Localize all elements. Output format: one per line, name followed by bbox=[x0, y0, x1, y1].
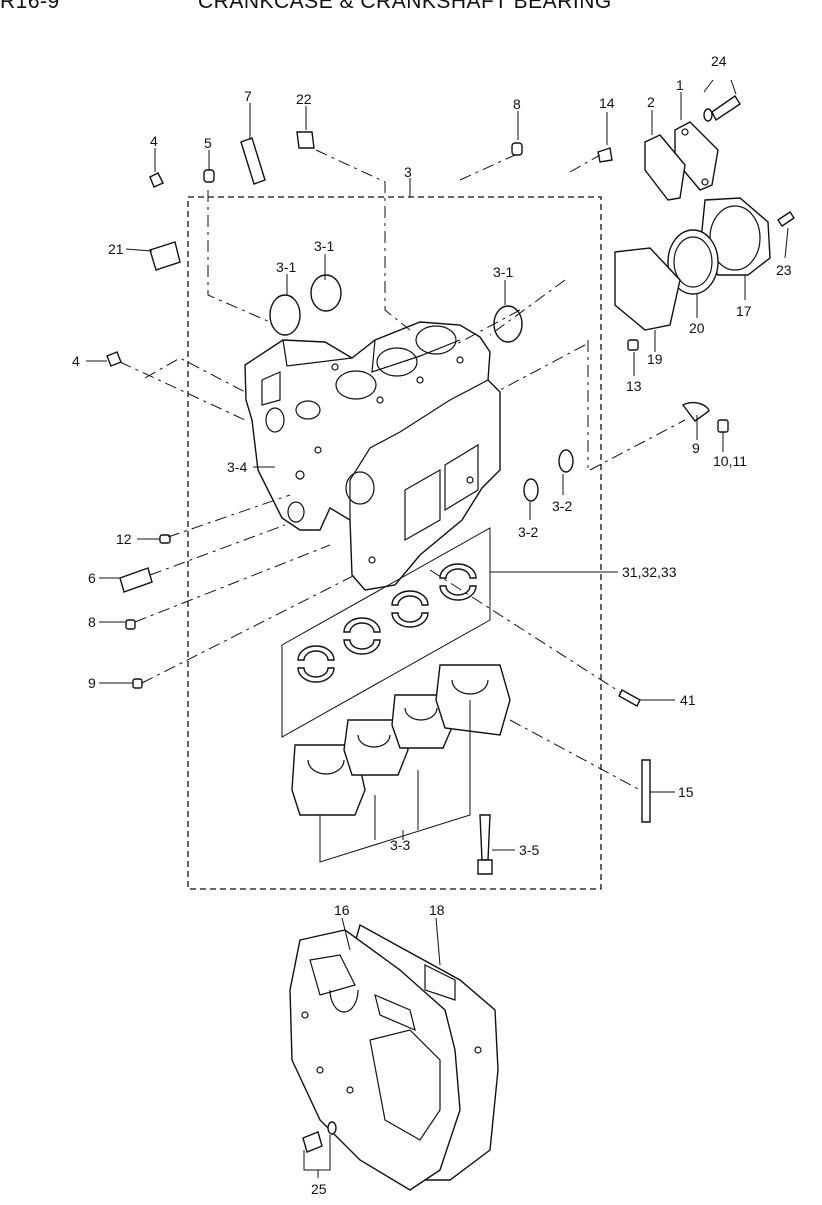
callout-7: 7 bbox=[244, 88, 252, 104]
callout-15: 15 bbox=[678, 784, 694, 800]
gasket-2 bbox=[644, 134, 686, 201]
callout-23: 23 bbox=[776, 262, 792, 278]
callout-16: 16 bbox=[334, 902, 350, 918]
callout-3-4: 3-4 bbox=[227, 459, 247, 475]
callout-12: 12 bbox=[116, 531, 132, 547]
plug-4-left bbox=[106, 351, 122, 367]
seal-3-2-a bbox=[558, 449, 574, 473]
plug-3-1-b bbox=[310, 274, 342, 312]
bolt-25 bbox=[302, 1131, 323, 1153]
plug-3-1-a bbox=[269, 294, 301, 336]
callout-3-2-a: 3-2 bbox=[552, 498, 572, 514]
pin-10-11 bbox=[717, 419, 729, 433]
callout-5: 5 bbox=[204, 135, 212, 151]
callout-21: 21 bbox=[108, 241, 124, 257]
front-gaskets bbox=[289, 923, 499, 1191]
small-parts bbox=[106, 95, 795, 1153]
plug-4-top bbox=[149, 172, 164, 188]
bolt-23 bbox=[777, 211, 795, 227]
callout-4-left: 4 bbox=[72, 353, 80, 369]
callout-3-5: 3-5 bbox=[519, 842, 539, 858]
callout-8-top: 8 bbox=[513, 96, 521, 112]
shim-15 bbox=[641, 759, 651, 823]
callout-3-3: 3-3 bbox=[390, 837, 410, 853]
callout-22: 22 bbox=[296, 91, 312, 107]
assembly-boundary bbox=[187, 196, 602, 890]
pin-12 bbox=[159, 534, 171, 544]
callout-6: 6 bbox=[88, 570, 96, 586]
page-title: CRANKCASE & CRANKSHAFT BEARING bbox=[198, 0, 612, 13]
callout-18: 18 bbox=[429, 902, 445, 918]
callout-4-top: 4 bbox=[150, 133, 158, 149]
callout-9-left: 9 bbox=[88, 675, 96, 691]
callout-labels: 24 1 2 7 22 8 14 4 5 3 21 3-1 3-1 3-1 23… bbox=[72, 53, 792, 1197]
callout-3-1-b: 3-1 bbox=[276, 259, 296, 275]
callout-3-2-b: 3-2 bbox=[518, 524, 538, 540]
plug-21 bbox=[149, 241, 181, 271]
callout-31-32-33: 31,32,33 bbox=[622, 564, 677, 580]
shell-row-upper bbox=[297, 563, 477, 661]
crankcase-block bbox=[244, 321, 501, 591]
pin-8-top bbox=[511, 142, 523, 156]
bearing-shells bbox=[281, 527, 491, 738]
callout-20: 20 bbox=[689, 320, 705, 336]
pin-13 bbox=[627, 339, 639, 351]
bolt-24 bbox=[711, 95, 741, 122]
sleeve-7 bbox=[240, 137, 266, 185]
callout-41: 41 bbox=[680, 692, 696, 708]
callout-19: 19 bbox=[647, 351, 663, 367]
callout-14: 14 bbox=[599, 95, 615, 111]
callout-2: 2 bbox=[647, 94, 655, 110]
plug-14 bbox=[597, 147, 613, 163]
callout-1: 1 bbox=[676, 77, 684, 93]
pin-5 bbox=[203, 169, 215, 183]
callout-25: 25 bbox=[311, 1181, 327, 1197]
callout-3-1-c: 3-1 bbox=[493, 264, 513, 280]
gasket-19 bbox=[614, 247, 681, 331]
callout-13: 13 bbox=[626, 378, 642, 394]
pin-9-left bbox=[132, 678, 143, 689]
callout-17: 17 bbox=[736, 303, 752, 319]
callout-24: 24 bbox=[711, 53, 727, 69]
pin-8-left bbox=[125, 619, 136, 630]
bolt-41 bbox=[618, 689, 641, 707]
seal-3-2-b bbox=[523, 478, 539, 502]
plug-22 bbox=[296, 131, 315, 149]
bolt-3-5 bbox=[479, 814, 491, 861]
bearing-caps bbox=[291, 664, 511, 863]
callout-10-11: 10,11 bbox=[713, 453, 747, 469]
plug-6 bbox=[119, 567, 153, 593]
callout-8-left: 8 bbox=[88, 614, 96, 630]
page-code: R16-9 bbox=[0, 0, 60, 13]
shell-row-lower bbox=[297, 585, 477, 683]
leader-lines bbox=[86, 79, 789, 1178]
oil-seal-20 bbox=[667, 229, 719, 295]
callout-3-1-a: 3-1 bbox=[314, 238, 334, 254]
callout-3: 3 bbox=[404, 164, 412, 180]
callout-9-right: 9 bbox=[692, 440, 700, 456]
plug-9-right bbox=[681, 402, 710, 422]
